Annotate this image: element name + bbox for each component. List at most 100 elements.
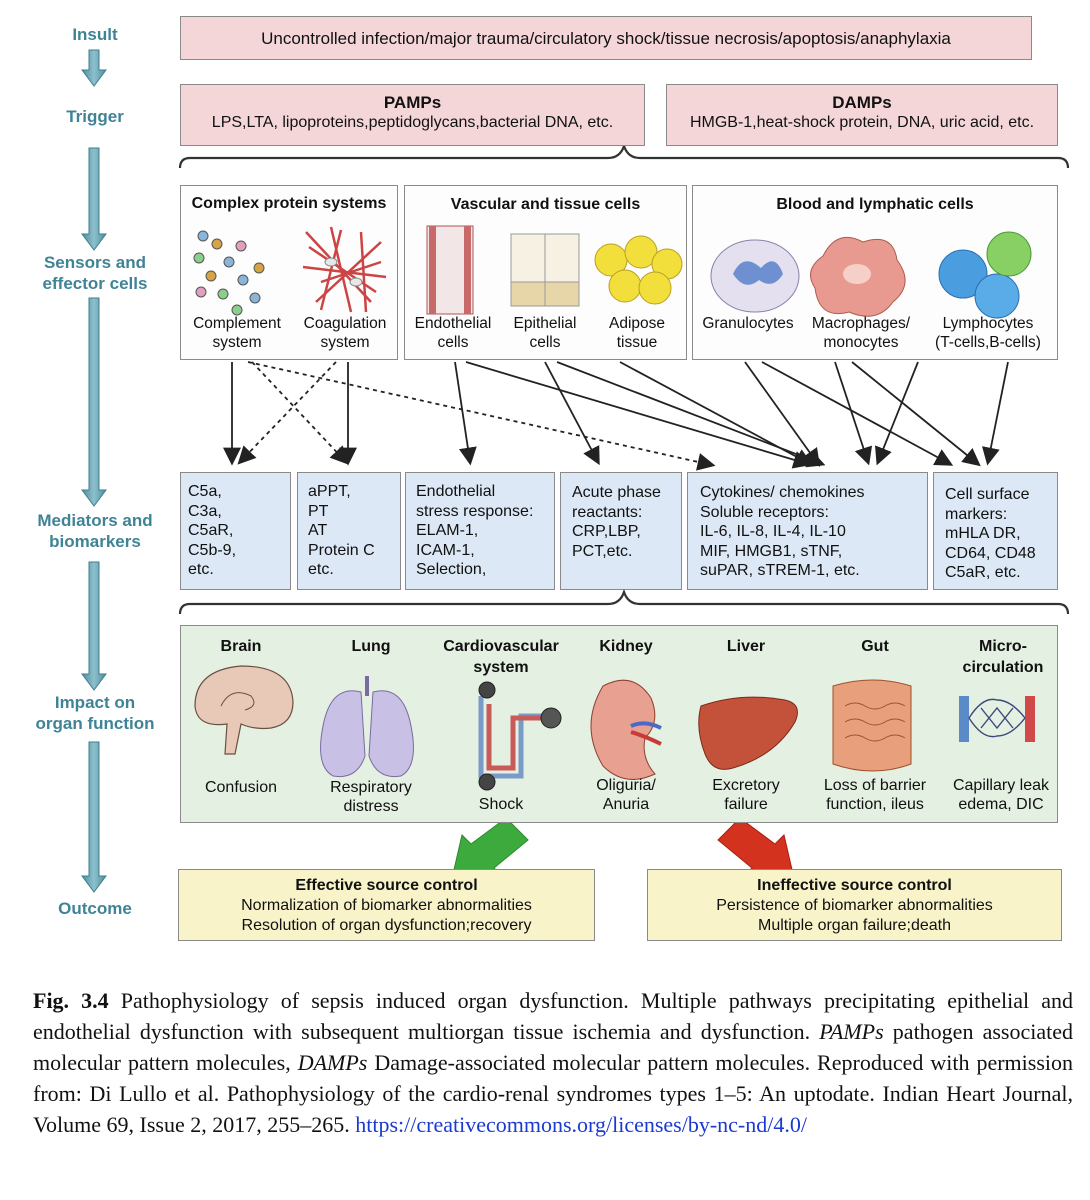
endothelial-icon bbox=[426, 225, 474, 315]
arrow-macro-2 bbox=[851, 361, 981, 467]
organ-liver-effect: Excretory failure bbox=[712, 777, 780, 813]
organ-brain-name: Brain bbox=[220, 638, 262, 655]
arrow-gran-2 bbox=[761, 361, 954, 466]
stage-arrow-4 bbox=[81, 561, 107, 691]
effective-title: Effective source control bbox=[295, 877, 478, 894]
coagulation-label: Coagulation system bbox=[303, 315, 387, 351]
organ-micro-name: Micro- circulation bbox=[962, 638, 1044, 676]
ineffective-line2: Multiple organ failure;death bbox=[757, 917, 951, 934]
organ-cardio-effect: Shock bbox=[478, 796, 524, 813]
organ-gut-effect: Loss of barrier function, ileus bbox=[823, 777, 927, 813]
cardiovascular-icon bbox=[478, 681, 562, 791]
macrophages-label: Macrophages/ monocytes bbox=[811, 315, 911, 351]
organ-liver-name: Liver bbox=[726, 638, 766, 655]
organ-micro-effect: Capillary leak edema, DIC bbox=[952, 777, 1050, 813]
mediator-coagulation-box: aPPT, PT AT Protein C etc. bbox=[297, 472, 401, 590]
complement-icon bbox=[193, 226, 387, 316]
brace-mediators bbox=[178, 588, 1070, 615]
effective-line2: Resolution of organ dysfunction;recovery bbox=[241, 917, 532, 934]
damps-text: HMGB-1,heat-shock protein, DNA, uric aci… bbox=[689, 114, 1035, 131]
pamps-box: PAMPs LPS,LTA, lipoproteins,peptidoglyca… bbox=[180, 84, 645, 146]
stage-mediators: Mediators and biomarkers bbox=[37, 511, 153, 551]
liver-icon bbox=[698, 696, 798, 770]
pamps-title: PAMPs bbox=[383, 93, 442, 112]
brace-trigger bbox=[178, 142, 1070, 169]
arrow-macro-1 bbox=[834, 361, 873, 466]
lymphocyte-icon bbox=[938, 231, 1032, 319]
protein-systems-box: Complex protein systems Complement syste… bbox=[180, 185, 398, 360]
endothelial-label: Endothelial cells bbox=[414, 315, 492, 351]
lung-icon bbox=[320, 676, 414, 778]
blood-cells-box: Blood and lymphatic cells Granulocytes M… bbox=[692, 185, 1058, 360]
mediator-surface-text: Cell surface markers: mHLA DR, CD64, CD4… bbox=[945, 486, 1036, 581]
insult-box: Uncontrolled infection/major trauma/circ… bbox=[180, 16, 1032, 60]
organ-lung-effect: Respiratory distress bbox=[330, 779, 412, 815]
stage-arrow-1 bbox=[81, 49, 107, 87]
ineffective-title: Ineffective source control bbox=[757, 877, 952, 894]
stage-insult: Insult bbox=[72, 25, 118, 44]
organ-cardio-name: Cardiovascular system bbox=[443, 638, 559, 676]
gut-icon bbox=[832, 679, 912, 772]
lymphocytes-label: Lymphocytes (T-cells,B-cells) bbox=[935, 315, 1041, 351]
stage-outcome: Outcome bbox=[58, 899, 132, 918]
mediator-endothelial-text: Endothelial stress response: ELAM-1, ICA… bbox=[416, 483, 534, 578]
insult-text: Uncontrolled infection/major trauma/circ… bbox=[261, 29, 951, 48]
brain-icon bbox=[194, 665, 294, 755]
organ-kidney-effect: Oliguria/ Anuria bbox=[596, 777, 656, 813]
organ-gut-name: Gut bbox=[861, 638, 889, 655]
stage-arrow-2 bbox=[81, 147, 107, 251]
protein-systems-title: Complex protein systems bbox=[191, 195, 387, 212]
arrow-gran-1 bbox=[744, 361, 821, 467]
stage-sensors: Sensors and effector cells bbox=[42, 253, 148, 293]
caption-fig-label: Fig. 3.4 bbox=[33, 988, 109, 1013]
mediator-acute-text: Acute phase reactants: CRP,LBP, PCT,etc. bbox=[572, 484, 661, 560]
figure-caption: Fig. 3.4 Pathophysiology of sepsis induc… bbox=[33, 985, 1073, 1140]
caption-text-3: Damage-associated molecular pattern mole… bbox=[33, 1050, 1073, 1137]
ineffective-line1: Persistence of biomarker abnormalities bbox=[716, 897, 993, 914]
arrow-complement-cross bbox=[251, 361, 349, 465]
kidney-icon bbox=[590, 679, 662, 780]
vascular-cells-title: Vascular and tissue cells bbox=[450, 196, 641, 213]
arrow-adipose bbox=[619, 361, 814, 466]
mediator-complement-box: C5a, C3a, C5aR, C5b-9, etc. bbox=[180, 472, 291, 590]
stage-arrow-3 bbox=[81, 297, 107, 507]
microcirculation-icon bbox=[959, 696, 1035, 742]
mediator-coagulation-text: aPPT, PT AT Protein C etc. bbox=[308, 483, 375, 578]
organ-kidney-name: Kidney bbox=[599, 638, 653, 655]
arrow-lymph-2 bbox=[981, 361, 1009, 466]
pamps-text: LPS,LTA, lipoproteins,peptidoglycans,bac… bbox=[211, 114, 614, 131]
blood-cells-title: Blood and lymphatic cells bbox=[776, 196, 974, 213]
arrow-epithelial-1 bbox=[544, 361, 600, 466]
mediator-surface-box: Cell surface markers: mHLA DR, CD64, CD4… bbox=[933, 472, 1058, 590]
ineffective-outcome-box: Ineffective source control Persistence o… bbox=[647, 869, 1062, 941]
organ-brain-effect: Confusion bbox=[204, 779, 278, 796]
caption-damps: DAMPs bbox=[297, 1050, 368, 1075]
stage-trigger: Trigger bbox=[66, 107, 124, 126]
coagulation-icon bbox=[302, 226, 387, 313]
caption-pamps: PAMPs bbox=[819, 1019, 884, 1044]
mediator-complement-text: C5a, C3a, C5aR, C5b-9, etc. bbox=[188, 483, 237, 578]
license-link[interactable]: https://creativecommons.org/licenses/by-… bbox=[355, 1112, 807, 1137]
mediator-cytokines-text: Cytokines/ chemokines Soluble receptors:… bbox=[700, 484, 865, 579]
complement-label: Complement system bbox=[193, 315, 281, 351]
arrow-endothelial-1 bbox=[454, 361, 477, 466]
mediator-endothelial-box: Endothelial stress response: ELAM-1, ICA… bbox=[405, 472, 555, 590]
effective-line1: Normalization of biomarker abnormalities bbox=[241, 897, 532, 914]
damps-title: DAMPs bbox=[832, 93, 892, 112]
adipose-label: Adipose tissue bbox=[608, 315, 665, 351]
granulocytes-label: Granulocytes bbox=[702, 315, 794, 332]
mediator-cytokines-box: Cytokines/ chemokines Soluble receptors:… bbox=[687, 472, 928, 590]
mediator-acute-box: Acute phase reactants: CRP,LBP, PCT,etc. bbox=[560, 472, 682, 590]
epithelial-icon bbox=[510, 233, 580, 307]
granulocyte-icon bbox=[710, 239, 800, 313]
stage-arrow-5 bbox=[81, 741, 107, 893]
effective-outcome-box: Effective source control Normalization o… bbox=[178, 869, 595, 941]
epithelial-label: Epithelial cells bbox=[513, 315, 577, 351]
arrow-endothelial-2 bbox=[465, 361, 812, 469]
arrow-coagulation-cross bbox=[237, 361, 337, 465]
arrow-complement-dashed bbox=[247, 361, 716, 471]
organ-impact-box: Brain Lung Cardiovascular system Kidney … bbox=[180, 625, 1058, 823]
adipose-icon bbox=[594, 235, 683, 305]
organ-lung-name: Lung bbox=[351, 638, 391, 655]
vascular-cells-box: Vascular and tissue cells Endothelial ce… bbox=[404, 185, 687, 360]
